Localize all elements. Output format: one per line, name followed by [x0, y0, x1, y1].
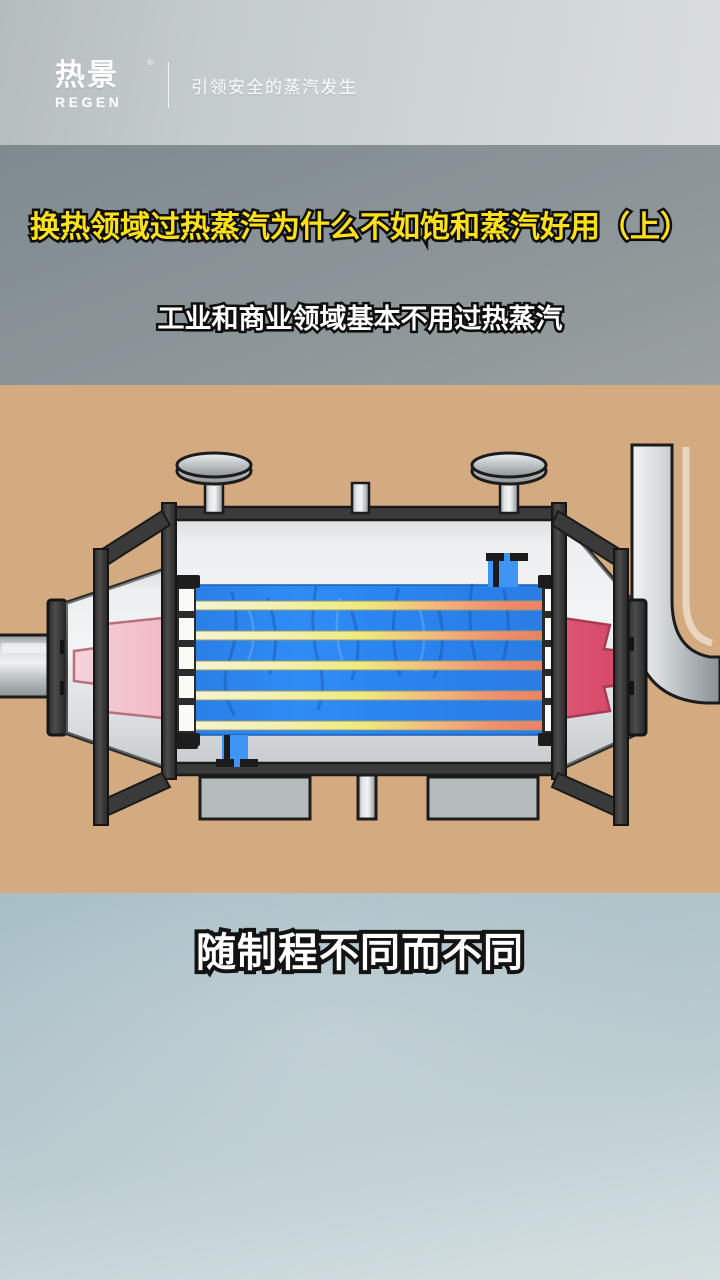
tube [189, 720, 549, 731]
brand-lockup: 热景 ® REGEN 引领安全的蒸汽发生 [55, 58, 358, 110]
internal-baffle-brackets [216, 553, 528, 767]
brand-header-bar: 热景 ® REGEN 引领安全的蒸汽发生 [0, 0, 720, 145]
logo: 热景 ® REGEN [55, 58, 153, 110]
support-leg-left [93, 548, 109, 826]
subtitle-caption: 随制程不同而不同 [192, 927, 527, 979]
tube [189, 690, 549, 701]
tube [189, 660, 549, 671]
support-leg-right [613, 548, 629, 826]
page-subtitle: 工业和商业领域基本不用过热蒸汽 [155, 302, 565, 337]
top-nozzle-capped-left [175, 451, 253, 515]
brand-divider [168, 62, 169, 108]
top-nozzle-capped-right [470, 451, 548, 515]
side-tap-left [176, 741, 198, 749]
support-saddle-right [426, 775, 540, 821]
tube-sheet-left [172, 575, 200, 746]
heat-exchanger-illustration [0, 385, 720, 893]
brand-tagline: 引领安全的蒸汽发生 [191, 77, 358, 97]
title-band: 换热领域过热蒸汽为什么不如饱和蒸汽好用（上） 工业和商业领域基本不用过热蒸汽 [0, 145, 720, 385]
tube [189, 600, 549, 611]
heat-exchanger-diagram [0, 385, 720, 893]
logo-chinese-wordmark: 热景 [55, 59, 119, 92]
bottom-drain-stub [356, 773, 378, 821]
caption-panel: 随制程不同而不同 [0, 893, 720, 1280]
registered-trademark-icon: ® [147, 58, 153, 67]
support-saddle-left [198, 775, 312, 821]
frame-posts [93, 502, 629, 826]
bottom-supports [198, 773, 540, 821]
page-title: 换热领域过热蒸汽为什么不如饱和蒸汽好用（上） [28, 209, 693, 247]
top-nozzle-stub-middle [350, 481, 371, 515]
logo-latin-wordmark: REGEN [55, 94, 123, 110]
inlet-head-cone [64, 564, 174, 773]
tube [189, 630, 549, 641]
